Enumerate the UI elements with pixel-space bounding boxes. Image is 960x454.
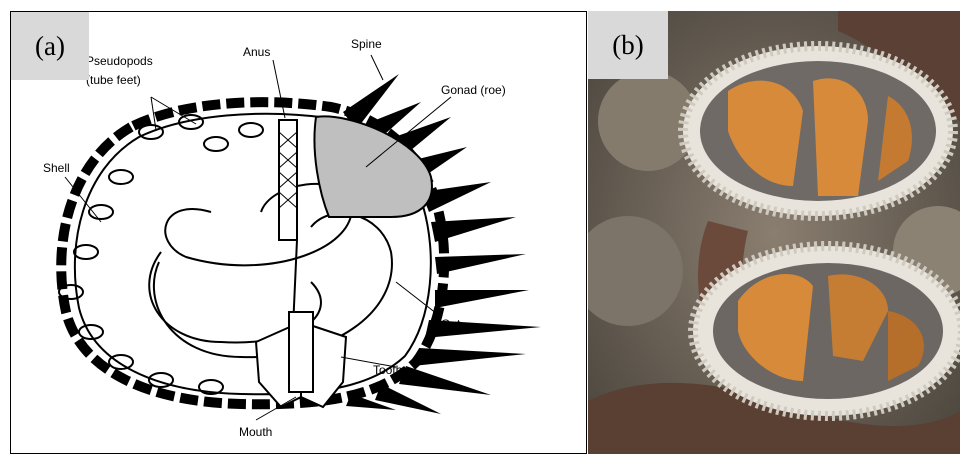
- panel-a-diagram: Pseudopods (tube feet) Anus Spine Gonad …: [10, 11, 587, 454]
- label-tube-feet: (tube feet): [86, 73, 141, 87]
- label-tooth: Tooth: [373, 363, 402, 377]
- label-gonad: Gonad (roe): [441, 83, 506, 97]
- label-pseudopods: Pseudopods: [86, 54, 153, 68]
- label-shell: Shell: [43, 161, 70, 175]
- urchin-lower-half: [693, 246, 960, 416]
- label-mouth: Mouth: [239, 425, 272, 439]
- label-gut: Gut: [441, 317, 461, 331]
- sea-urchin-anatomy-diagram: Pseudopods (tube feet) Anus Spine Gonad …: [11, 12, 587, 454]
- label-anus: Anus: [243, 45, 270, 59]
- panel-b-photo: (b): [588, 11, 960, 454]
- label-spine: Spine: [351, 37, 382, 51]
- panel-a-tag: (a): [11, 12, 89, 80]
- panel-b-tag: (b): [588, 11, 668, 79]
- urchin-upper-half: [683, 46, 953, 216]
